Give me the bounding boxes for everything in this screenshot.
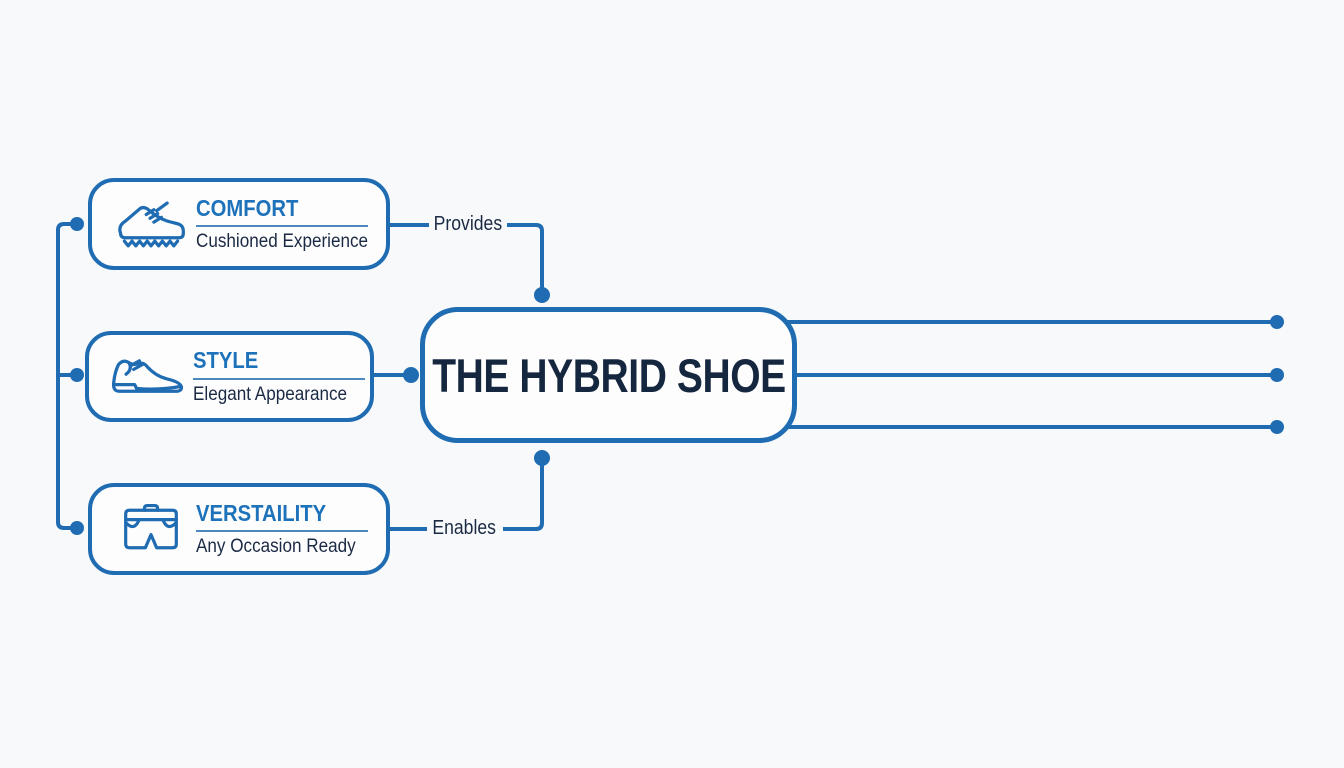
feature-title: STYLE	[193, 347, 259, 374]
shorts-icon	[106, 499, 196, 559]
feature-card-versatility: VERSTAILITY Any Occasion Ready	[88, 483, 390, 575]
feature-title: VERSTAILITY	[196, 499, 327, 526]
feature-subtitle: Any Occasion Ready	[196, 536, 356, 558]
connector-dot	[1270, 420, 1284, 434]
feature-subtitle: Elegant Appearance	[193, 383, 348, 405]
connector-dot	[70, 368, 84, 382]
connector-dot	[70, 521, 84, 535]
hub-card: THE HYBRID SHOE	[420, 307, 797, 443]
hub-title: THE HYBRID SHOE	[431, 348, 786, 402]
provides-line	[390, 223, 544, 293]
feature-card-style: STYLE Elegant Appearance	[85, 331, 374, 422]
connector-dot	[534, 287, 550, 303]
enables-label: Enables	[432, 517, 496, 539]
divider-line	[196, 225, 368, 228]
divider-line	[196, 530, 368, 533]
feature-card-comfort: COMFORT Cushioned Experience	[88, 178, 390, 270]
provides-label: Provides	[433, 213, 503, 235]
connector-dot	[70, 217, 84, 231]
feature-title: COMFORT	[196, 194, 299, 221]
connector-dot	[403, 367, 419, 383]
connector-dot	[534, 450, 550, 466]
feature-subtitle: Cushioned Experience	[196, 231, 369, 253]
divider-line	[193, 377, 365, 380]
connector-dot	[1270, 315, 1284, 329]
connector-dot	[1270, 368, 1284, 382]
dress-shoe-icon	[103, 350, 193, 404]
sneaker-icon	[106, 194, 196, 254]
enables-line	[390, 460, 544, 531]
